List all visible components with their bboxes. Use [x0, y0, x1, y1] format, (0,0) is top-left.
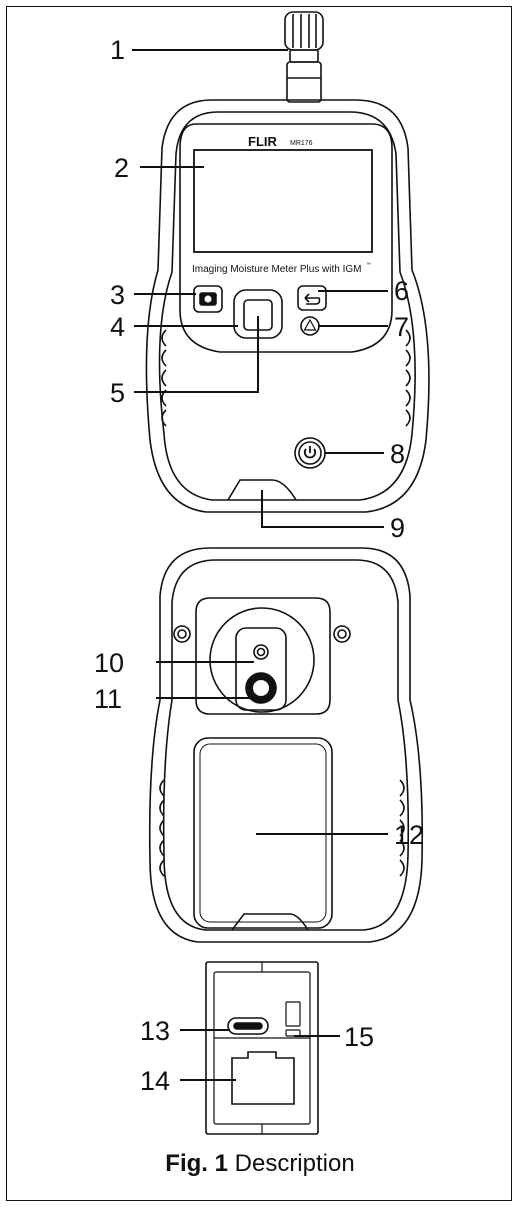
callout-8: 8 [390, 439, 405, 469]
camera-module-housing [195, 597, 331, 715]
brand-logo: FLIR MR176 [248, 134, 313, 149]
leader-5 [134, 316, 259, 393]
callout-9: 9 [390, 513, 405, 543]
external-probe-jack [231, 1051, 295, 1105]
front-bezel [179, 123, 393, 353]
back-grip-left [159, 779, 165, 877]
callout-12: 12 [394, 820, 424, 850]
front-grip-left [161, 329, 167, 427]
callout-leaders [132, 49, 388, 1081]
callout-10: 10 [94, 648, 124, 678]
camera-button[interactable] [193, 285, 223, 313]
back-button[interactable] [297, 285, 327, 311]
back-body-inner-outline [162, 559, 410, 931]
port-housing-outer [205, 961, 319, 1135]
callout-numbers: 1 2 3 4 5 6 7 8 9 10 11 12 13 14 15 [94, 35, 424, 1096]
front-grip-right [405, 329, 411, 427]
figure-caption: Fig. 1 Description [0, 1150, 520, 1178]
figure-frame [6, 6, 512, 1201]
back-grip-right [399, 779, 405, 877]
trademark-symbol: ™ [366, 262, 371, 268]
figure-caption-text: Description [227, 1150, 355, 1177]
front-body-outline [145, 99, 430, 513]
port-housing-inner [213, 971, 311, 1125]
back-view [148, 547, 424, 943]
back-screw-left [173, 625, 191, 643]
callout-2: 2 [114, 153, 129, 183]
callout-11: 11 [94, 684, 122, 714]
humidity-sensor-probe [284, 11, 324, 103]
lcd-display [193, 149, 373, 253]
back-body-outline [148, 547, 424, 943]
alarm-button[interactable] [300, 316, 320, 336]
product-tagline: Imaging Moisture Meter Plus with IGM [192, 264, 362, 275]
callout-15: 15 [344, 1022, 374, 1052]
status-led [285, 1001, 301, 1037]
front-view: FLIR MR176 Imaging Moisture Meter Plus w… [145, 11, 430, 513]
callout-4: 4 [110, 312, 125, 342]
thermal-camera-lens [245, 672, 277, 704]
back-bottom-bump [231, 913, 309, 931]
model-number: MR176 [290, 140, 313, 147]
callout-14: 14 [140, 1066, 170, 1096]
camera-module-ring [209, 607, 315, 713]
callout-7: 7 [394, 312, 409, 342]
back-screw-right [333, 625, 351, 643]
leader-9 [261, 490, 384, 528]
callout-3: 3 [110, 280, 125, 310]
front-body-inner-outline [158, 111, 416, 501]
front-bottom-connector [227, 479, 297, 501]
callout-5: 5 [110, 378, 125, 408]
brand-name: FLIR [248, 134, 277, 149]
power-button[interactable] [294, 437, 326, 469]
callout-6: 6 [394, 276, 409, 306]
usb-port [227, 1017, 269, 1035]
laser-pointer [253, 644, 269, 660]
callout-13: 13 [140, 1016, 170, 1046]
figure-caption-label: Fig. 1 [165, 1150, 228, 1177]
camera-window [235, 627, 287, 711]
port-view [205, 961, 319, 1135]
callout-1: 1 [110, 35, 125, 65]
